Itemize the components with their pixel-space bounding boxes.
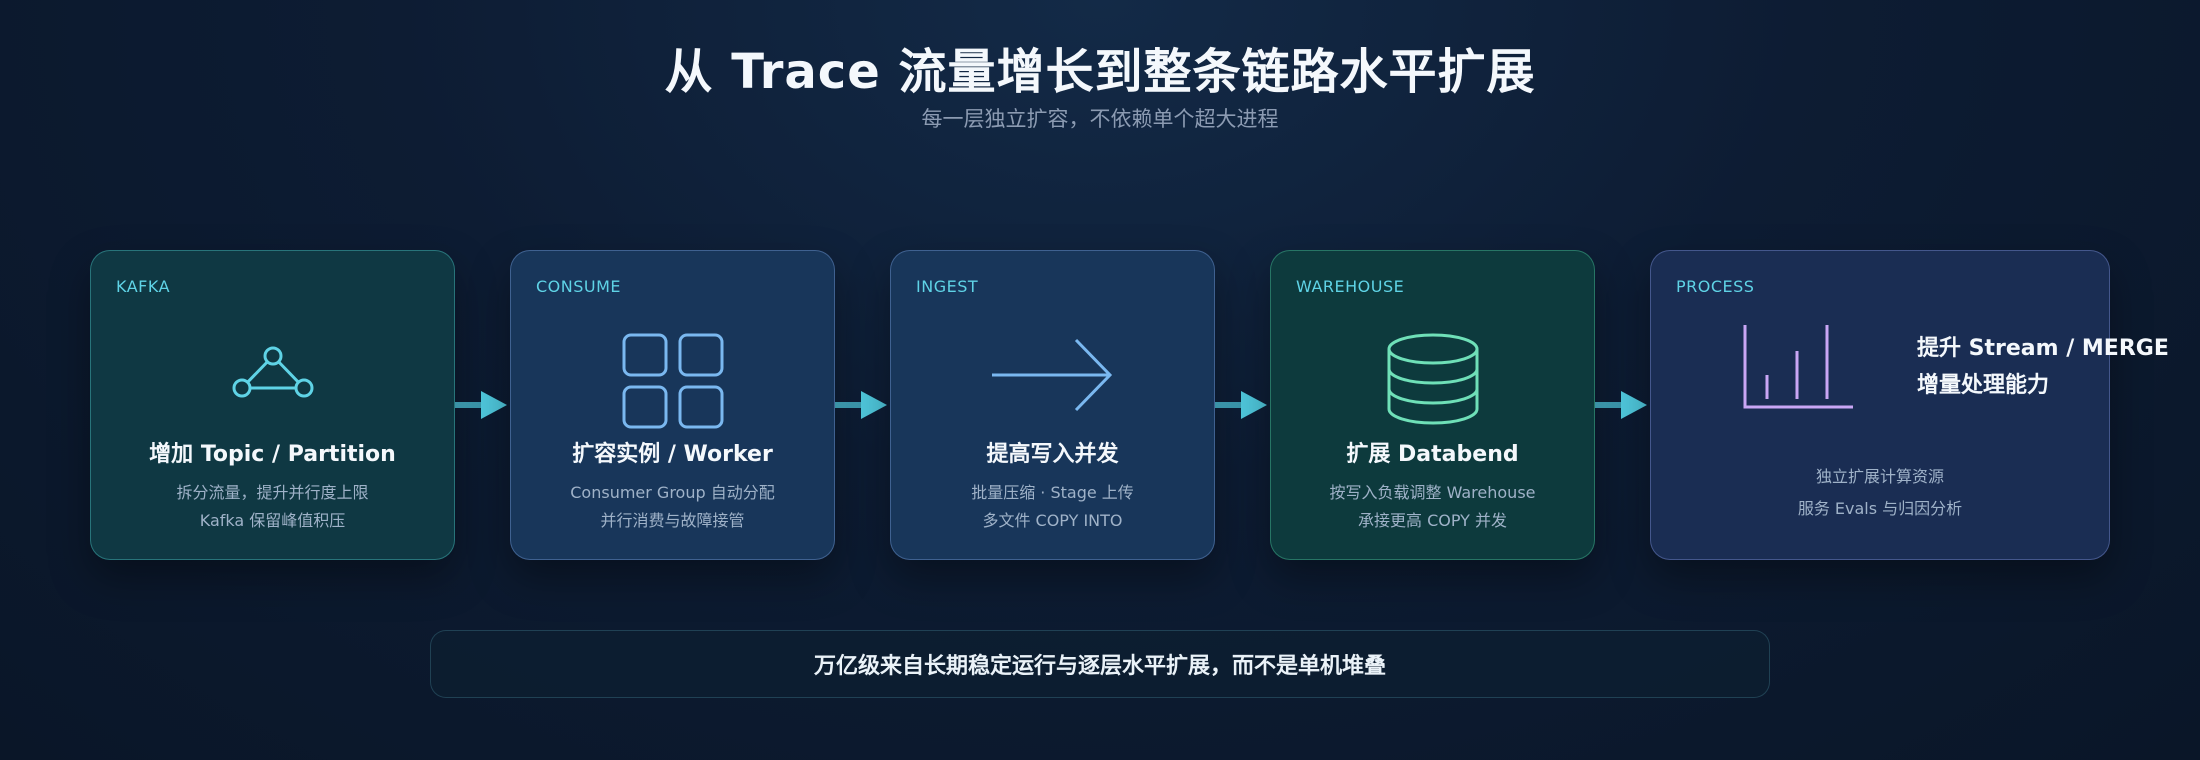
bottom-banner: 万亿级来自长期稳定运行与逐层水平扩展，而不是单机堆叠 <box>430 630 1770 698</box>
card-title: 提高写入并发 <box>986 442 1119 467</box>
connector-arrow-icon <box>455 391 507 419</box>
arrow-right-icon <box>891 329 1214 421</box>
card-tag: KAFKA <box>116 277 171 296</box>
card-description: 按写入负载调整 Warehouse 承接更高 COPY 并发 <box>1271 479 1594 535</box>
card-description: 批量压缩 · Stage 上传 多文件 COPY INTO <box>891 479 1214 535</box>
card-title: 提升 Stream / MERGE 增量处理能力 <box>1917 330 2169 404</box>
card-desc-line: 服务 Evals 与归因分析 <box>1797 499 1963 518</box>
card-desc-line: 按写入负载调整 Warehouse <box>1329 483 1536 502</box>
card-tag: WAREHOUSE <box>1296 277 1405 296</box>
grid-four-icon <box>511 331 834 431</box>
card-title: 扩容实例 / Worker <box>572 442 773 467</box>
page-title: 从 Trace 流量增长到整条链路水平扩展 <box>664 44 1536 100</box>
card-ingest: INGEST 提高写入并发 批量压缩 · Stage 上传 多文件 COPY I… <box>890 250 1215 560</box>
card-desc-line: 并行消费与故障接管 <box>600 511 745 530</box>
card-kafka: KAFKA 增加 Topic / Partition 拆分流量，提升并行度上限 … <box>90 250 455 560</box>
connector-arrow-icon <box>1215 391 1267 419</box>
card-consume: CONSUME 扩容实例 / Worker Consumer Group 自动分… <box>510 250 835 560</box>
card-desc-line: Consumer Group 自动分配 <box>570 483 775 502</box>
card-title-line: 增量处理能力 <box>1917 373 2050 398</box>
card-description: 独立扩展计算资源 服务 Evals 与归因分析 <box>1651 461 2109 525</box>
card-tag: INGEST <box>916 277 979 296</box>
triangle-nodes-icon <box>91 329 454 421</box>
card-desc-line: 独立扩展计算资源 <box>1815 467 1944 486</box>
card-warehouse: WAREHOUSE 扩展 Databend 按写入负载调整 Warehouse … <box>1270 250 1595 560</box>
card-description: 拆分流量，提升并行度上限 Kafka 保留峰值积压 <box>91 479 454 535</box>
bar-chart-icon <box>1741 323 1857 413</box>
card-desc-line: 多文件 COPY INTO <box>982 511 1123 530</box>
card-desc-line: 拆分流量，提升并行度上限 <box>176 483 369 502</box>
card-tag: CONSUME <box>536 277 622 296</box>
card-desc-line: 承接更高 COPY 并发 <box>1357 511 1507 530</box>
card-title: 扩展 Databend <box>1346 442 1519 467</box>
connector-arrow-icon <box>1595 391 1647 419</box>
card-description: Consumer Group 自动分配 并行消费与故障接管 <box>511 479 834 535</box>
card-process: PROCESS 独立扩展计算资源 服务 Evals 与归因分析 <box>1650 250 2110 560</box>
database-icon <box>1271 331 1594 427</box>
card-tag: PROCESS <box>1676 277 1755 296</box>
page-subtitle: 每一层独立扩容，不依赖单个超大进程 <box>921 107 1279 131</box>
card-title: 增加 Topic / Partition <box>149 442 396 467</box>
card-title-line: 提升 Stream / MERGE <box>1917 336 2169 361</box>
card-desc-line: 批量压缩 · Stage 上传 <box>971 483 1134 502</box>
card-desc-line: Kafka 保留峰值积压 <box>199 511 346 530</box>
connector-arrow-icon <box>835 391 887 419</box>
